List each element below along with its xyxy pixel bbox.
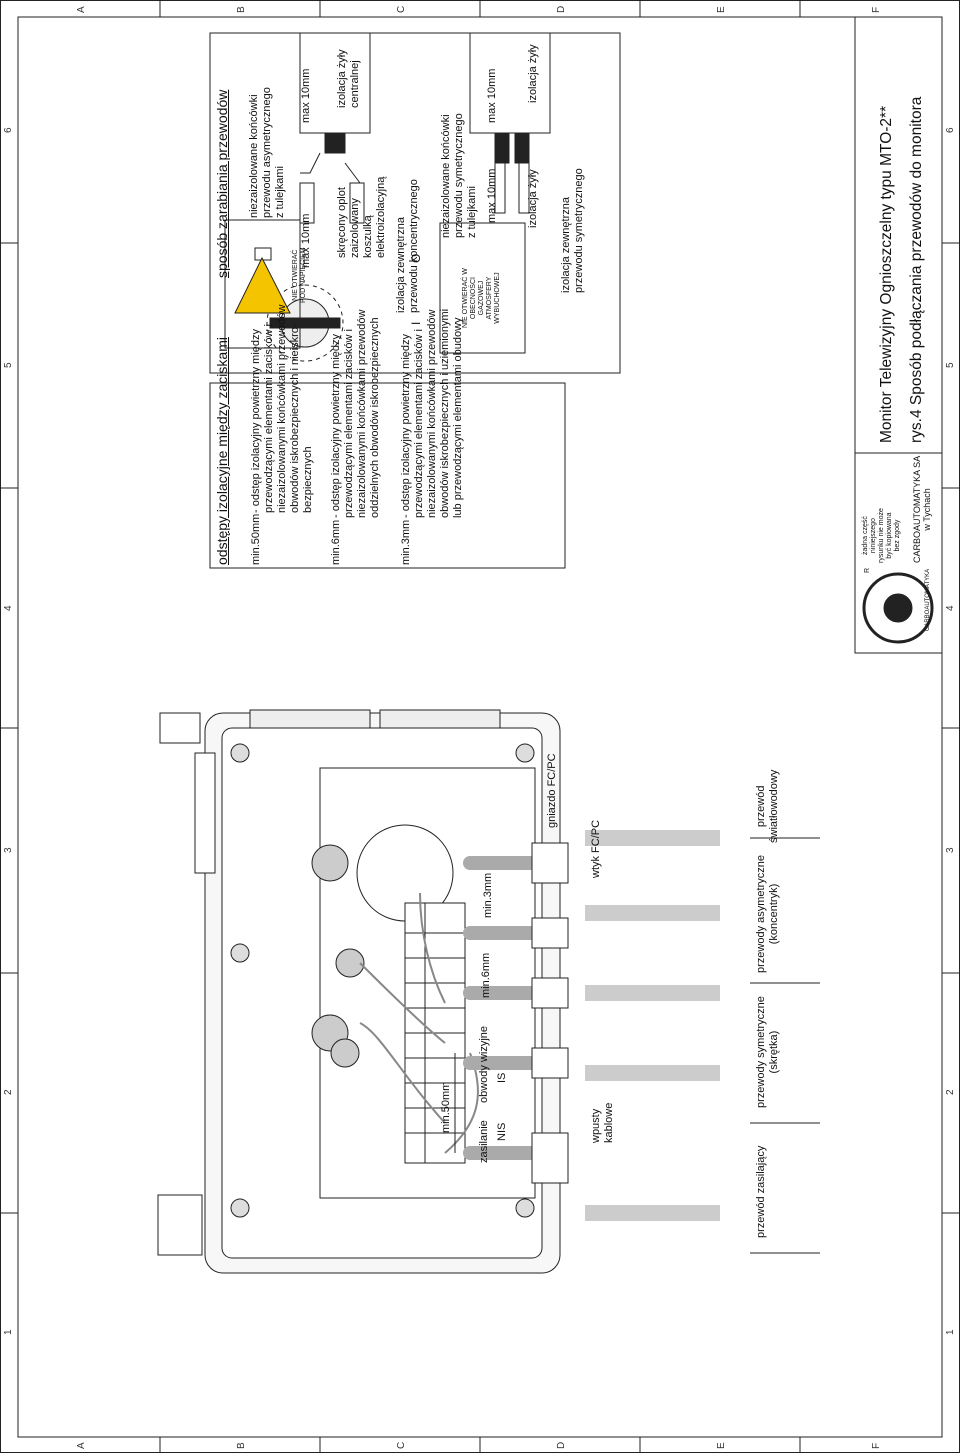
company-name: CARBOAUTOMATYKA SA w Tychach: [912, 455, 932, 563]
row-label-e-r: E: [716, 6, 727, 13]
col-label-1: 1: [3, 1329, 14, 1335]
wpusty-label: wpusty kablowe: [590, 1102, 615, 1143]
col-label-6b: 6: [945, 127, 956, 133]
logo-r: R: [864, 567, 871, 573]
clearance-2-text: - odstęp izolacyjny powietrzny między pr…: [330, 309, 381, 518]
row-label-f: F: [871, 1442, 882, 1449]
atex-warning-text: NIE OTWIERAĆ W OBECNOŚCI GAZOWEJ ATMOSFE…: [462, 268, 501, 328]
cable-sym-label: przewody symetryczne (skrętka): [755, 996, 780, 1108]
col-label-3: 3: [3, 847, 14, 853]
row-label-a-r: A: [76, 6, 87, 13]
row-label-e: E: [716, 1442, 727, 1449]
zasilanie-label: zasilanie: [478, 1120, 490, 1163]
clearance-3-value: min.3mm: [400, 519, 412, 565]
col-label-5: 5: [3, 362, 14, 368]
title-block: [854, 16, 943, 654]
sym-core-left: izolacja żyły: [527, 169, 539, 228]
col-label-3b: 3: [945, 847, 956, 853]
row-label-d: D: [556, 1441, 567, 1449]
col-label-2: 2: [3, 1089, 14, 1095]
coax-shield-label: skręcony oplot zaizolowany koszulką elek…: [336, 176, 387, 258]
sym-terminals-label: niezaizolowane końcówki przewodu symetry…: [440, 113, 478, 238]
obwody-label: obwody wizyjne: [478, 1025, 490, 1103]
coax-terminals-label: niezaizolowane końcówki przewodu asymetr…: [248, 87, 286, 218]
sym-core-right: izolacja żyły: [527, 44, 539, 103]
col-label-2b: 2: [945, 1089, 956, 1095]
wtyk-label: wtyk FC/PC: [590, 819, 602, 878]
row-label-d-r: D: [556, 5, 567, 13]
cable-fiber-label: przewód światłowodowy: [755, 769, 780, 843]
coax-max-right: max 10mm: [300, 68, 312, 123]
row-label-b-r: B: [236, 6, 247, 13]
clearance-3-text: - odstęp izolacyjny powietrzny między pr…: [400, 308, 464, 518]
copyright-note: żadna część niniejszego rysunku nie może…: [862, 508, 901, 563]
cable-power-label: przewód zasilający: [755, 1145, 767, 1238]
sym-cable-sketch: [469, 32, 551, 214]
clearances-title: odstępy izolacyjne między zaciskami: [214, 337, 230, 565]
monitor-housing: [157, 219, 820, 1274]
coax-max-left: max 10mm: [300, 213, 312, 268]
dim-6-label: min.6mm: [480, 952, 492, 998]
coax-outer-label: izolacja zewnętrzna przewodu koncentrycz…: [395, 179, 420, 313]
terminal-block: [404, 902, 466, 1164]
row-label-b: B: [236, 1442, 247, 1449]
col-label-6: 6: [3, 127, 14, 133]
clearance-1-text: - odstęp izolacyjny powietrzny między pr…: [250, 304, 314, 513]
wiring-box: [209, 32, 621, 374]
sym-max-right: max 10mm: [486, 68, 498, 123]
sym-max-left: max 10mm: [486, 168, 498, 223]
row-label-c-r: C: [396, 5, 407, 13]
nis-label: NIS: [496, 1122, 508, 1141]
row-label-c: C: [396, 1441, 407, 1449]
drawing-title-2: rys.4 Sposób podłączania przewodów do mo…: [908, 96, 925, 443]
is-label: IS: [496, 1072, 508, 1083]
dim-50-label: min.50mm: [440, 1081, 452, 1133]
clearance-1-value: min.50mm: [250, 513, 262, 565]
col-label-4: 4: [3, 605, 14, 611]
gniazdo-label: gniazdo FC/PC: [546, 753, 558, 828]
cable-asym-label: przewody asymetryczne (koncentryk): [755, 855, 780, 973]
row-label-a: A: [76, 1442, 87, 1449]
logo-text: CARBOAUTOMATYKA: [925, 568, 931, 631]
clearances-box: [209, 382, 566, 569]
row-label-f-r: F: [871, 6, 882, 13]
clearance-2-value: min.6mm: [330, 519, 342, 565]
coax-core-label: izolacja żyły centralnej: [336, 49, 361, 108]
drawing-title-1: Monitor Telewizyjny Ognioszczelny typu M…: [878, 105, 895, 443]
dim-3-label: min.3mm: [482, 872, 494, 918]
col-label-4b: 4: [945, 605, 956, 611]
sym-outer-label: izolacja zewnętrzna przewodu symetryczne…: [560, 168, 585, 293]
wiring-title: sposób zarabiania przewodów: [214, 89, 230, 278]
col-label-5b: 5: [945, 362, 956, 368]
coax-cable-sketch: [299, 32, 371, 224]
col-label-1b: 1: [945, 1329, 956, 1335]
